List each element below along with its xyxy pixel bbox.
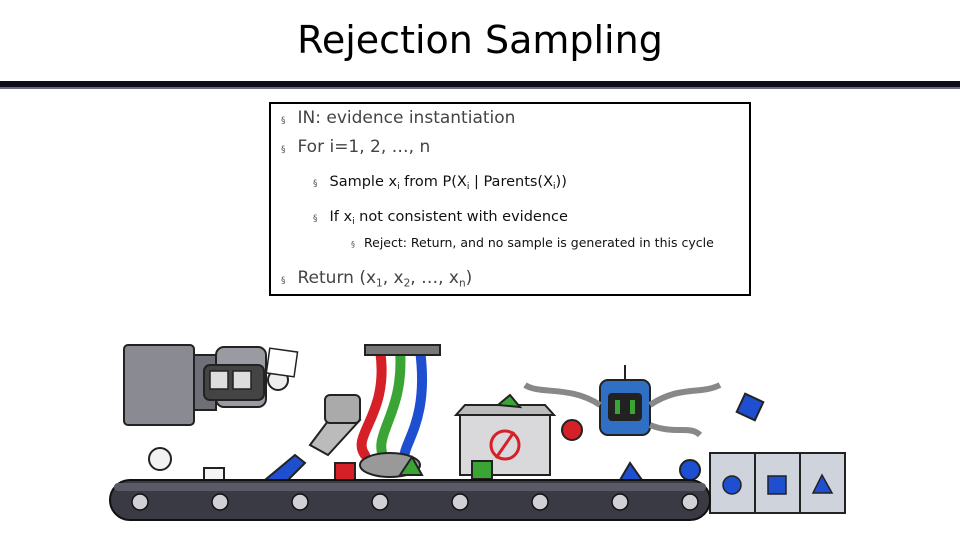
bullet-sample: § Sample xi from P(Xi | Parents(Xi)) [313,174,567,193]
bullet-loop: § For i=1, 2, …, n [281,137,430,157]
bullet-text: Reject: Return, and no sample is generat… [364,235,714,250]
reject-bin-icon [453,393,557,480]
bullet-marker: § [351,240,355,249]
slide-title: Rejection Sampling [297,18,663,62]
bullet-marker: § [281,145,286,155]
bullet-marker: § [281,116,286,126]
bullet-text: IN: evidence instantiation [297,108,516,128]
sorter-robot-icon [523,365,765,481]
factory-illustration [109,344,846,521]
algorithm-box: § IN: evidence instantiation § For i=1, … [269,102,751,296]
output-bins-icon [709,452,846,514]
bullet-reject: § Reject: Return, and no sample is gener… [351,235,714,250]
arm-robot-icon [263,394,424,492]
bullet-marker: § [281,276,286,286]
bullet-text: If xi not consistent with evidence [329,209,568,228]
title-divider-thin [0,87,960,89]
title-divider [0,81,960,87]
conveyor-belt-icon [109,479,711,521]
bullet-marker: § [313,179,318,189]
bullet-text: Sample xi from P(Xi | Parents(Xi)) [329,174,567,193]
bullet-marker: § [313,214,318,224]
bullet-text: For i=1, 2, …, n [297,137,431,157]
tubes-icon [356,344,441,465]
camera-machine-icon [123,344,299,426]
bullet-text: Return (x1, x2, …, xn) [297,268,473,290]
bullet-evidence: § IN: evidence instantiation [281,108,515,128]
bullet-return: § Return (x1, x2, …, xn) [281,268,473,290]
bullet-consistency: § If xi not consistent with evidence [313,209,568,228]
white-sphere-icon [148,447,172,471]
